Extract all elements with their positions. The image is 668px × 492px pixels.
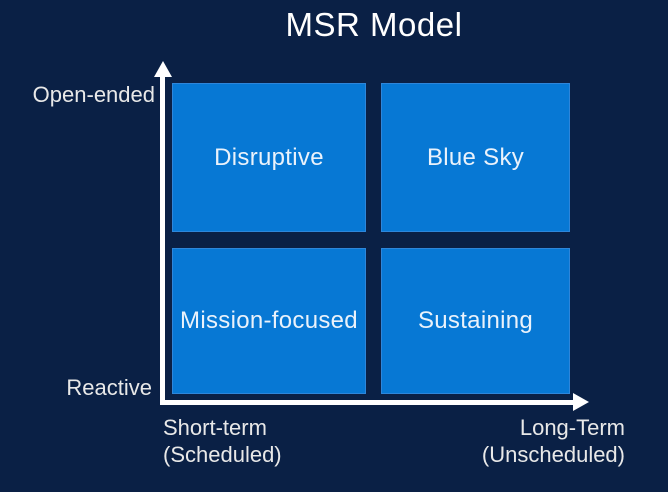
y-axis-arrowhead-icon <box>154 61 172 77</box>
quadrant-sustaining: Sustaining <box>381 248 570 394</box>
quadrant-label: Blue Sky <box>426 143 525 171</box>
x-axis-left-label: Short-term (Scheduled) <box>163 414 383 468</box>
quadrant-mission-focused: Mission-focused <box>172 248 366 394</box>
quadrant-label: Disruptive <box>214 143 324 171</box>
x-axis-arrowhead-icon <box>573 393 589 411</box>
x-axis-left-label-line1: Short-term <box>163 415 267 440</box>
quadrant-label: Sustaining <box>417 307 534 334</box>
x-axis-right-label-line1: Long-Term <box>519 415 625 440</box>
quadrant-disruptive: Disruptive <box>172 83 366 232</box>
quadrant-blue-sky: Blue Sky <box>381 83 570 232</box>
quadrant-label: Mission-focused <box>180 307 358 334</box>
y-axis-top-label: Open-ended <box>32 82 155 107</box>
x-axis-right-label: Long-Term (Unscheduled) <box>400 414 625 468</box>
x-axis-line <box>160 400 574 405</box>
y-axis-line <box>160 76 165 405</box>
diagram-title: MSR Model <box>285 6 463 43</box>
x-axis-right-label-line2: (Unscheduled) <box>481 442 625 467</box>
x-axis-left-label-line2: (Scheduled) <box>163 442 282 467</box>
y-axis-bottom-label: Reactive <box>66 375 152 400</box>
